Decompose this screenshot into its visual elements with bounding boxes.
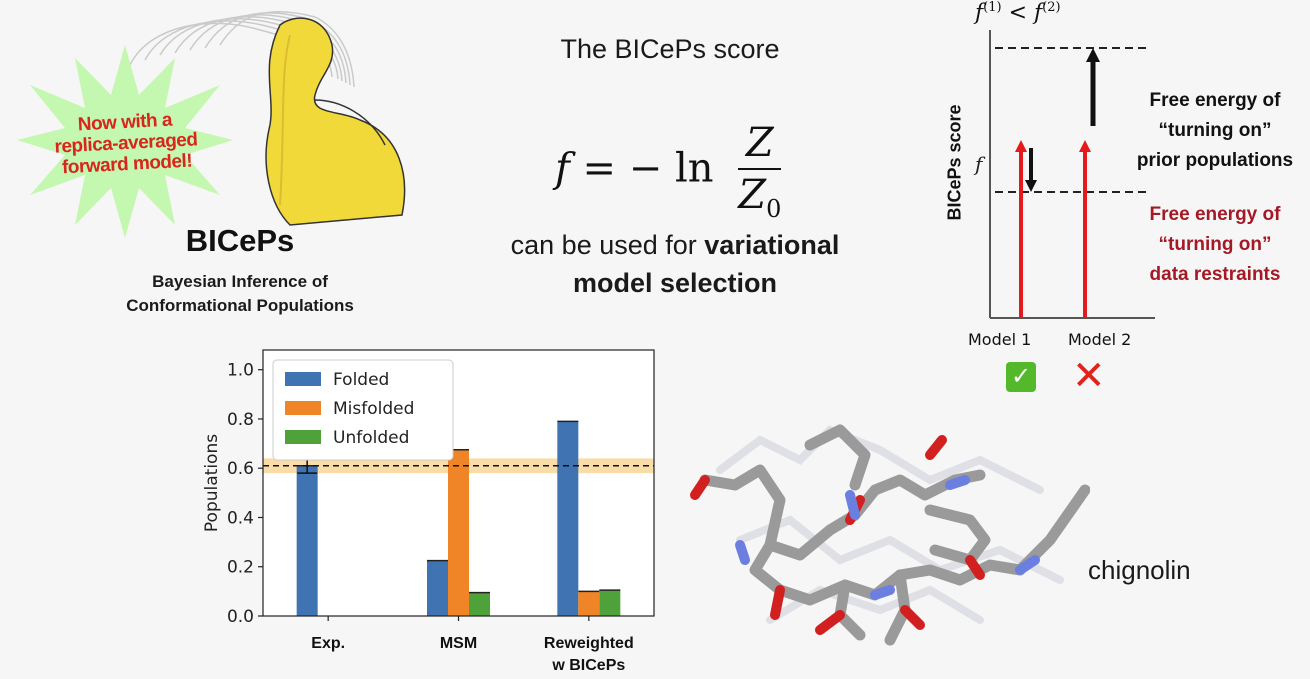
logo-title: BICePs [185, 223, 295, 258]
bar-folded [427, 560, 448, 616]
x-tick-label: Exp. [311, 635, 345, 652]
starburst-text: Now with a replica-averaged forward mode… [54, 109, 198, 179]
cross-icon: ✕ [1072, 354, 1106, 398]
bar-unfolded [599, 590, 621, 616]
molecule-label: chignolin [1088, 555, 1191, 585]
bicep-arm-illustration [129, 10, 406, 226]
bar-folded [296, 465, 318, 616]
score-title: The BICePs score [560, 34, 780, 64]
legend-swatch-folded [285, 372, 321, 386]
model-2-label: Model 2 [1068, 330, 1132, 349]
x-tick-label: w BICePs [551, 657, 625, 674]
bar-misfolded [578, 591, 600, 616]
legend-label-unfolded: Unfolded [333, 428, 409, 448]
schematic-ylabel: BICePs score [944, 104, 965, 221]
check-icon: ✓ [1006, 362, 1036, 392]
legend-swatch-unfolded [285, 430, 321, 444]
free-energy-prior-label: Free energy of “turning on” prior popula… [1136, 90, 1294, 171]
y-tick-label: 0.2 [227, 558, 254, 578]
y-tick-label: 0.8 [227, 410, 254, 430]
y-tick-label: 1.0 [227, 361, 254, 381]
bar-misfolded [448, 449, 469, 616]
schematic-f-label: f [975, 152, 983, 176]
free-energy-data-label: Free energy of “turning on” data restrai… [1149, 204, 1281, 285]
bar-unfolded [469, 592, 490, 616]
legend-label-folded: Folded [333, 370, 389, 390]
y-tick-label: 0.0 [227, 607, 254, 627]
bar-folded [557, 421, 579, 616]
x-tick-label: MSM [440, 635, 477, 652]
starburst-badge [17, 45, 233, 238]
chignolin-molecule [690, 424, 1090, 646]
legend-label-misfolded: Misfolded [333, 399, 414, 419]
usage-text: can be used for variational model select… [510, 230, 840, 298]
score-inequality: f(1) < f(2) [975, 0, 1061, 26]
model-1-label: Model 1 [968, 330, 1032, 349]
y-tick-label: 0.4 [227, 508, 254, 528]
logo-subtitle: Bayesian Inference of Conformational Pop… [126, 272, 354, 315]
biceps-formula: f = − ln Z Z0 [555, 120, 782, 223]
y-tick-label: 0.6 [227, 459, 254, 479]
x-tick-label: Reweighted [544, 635, 634, 652]
schematic-plot [989, 30, 1155, 319]
legend-swatch-misfolded [285, 401, 321, 415]
y-axis-label: Populations [202, 434, 222, 532]
